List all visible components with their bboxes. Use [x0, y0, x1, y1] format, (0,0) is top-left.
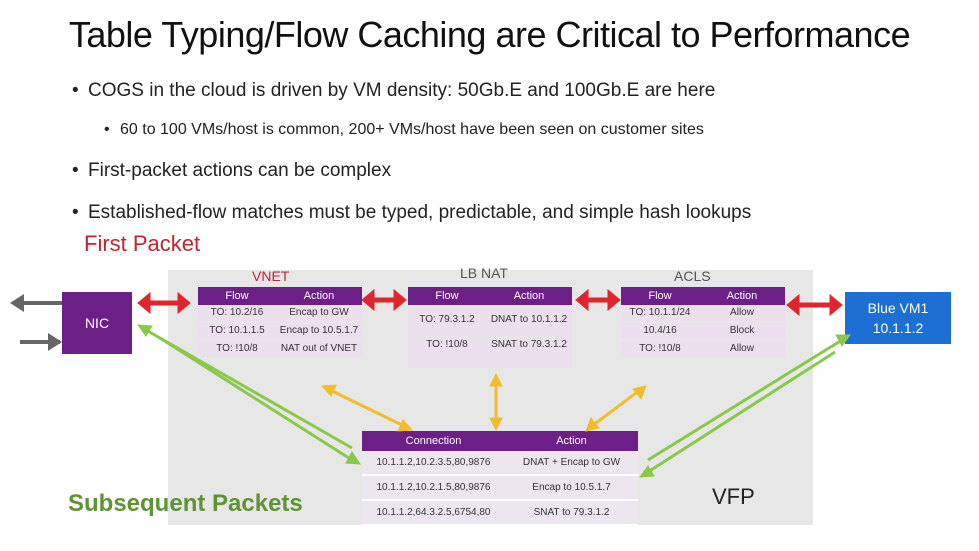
nic-box: NIC [62, 292, 132, 354]
table-row: TO: !10/8 Allow [621, 340, 785, 359]
lbnat-flow-cell: TO: 79.3.1.2 [408, 305, 486, 337]
vnet-flow-cell: TO: 10.1.1.5 [198, 322, 276, 341]
connection-action-header: Action [505, 431, 638, 451]
acls-flow-cell: 10.4/16 [621, 322, 699, 341]
lbnat-action-cell: DNAT to 10.1.1.2 [486, 305, 572, 337]
bullet-dot: • [72, 80, 79, 101]
acls-flow-cell: TO: 10.1.1/24 [621, 305, 699, 323]
connection-action-cell: SNAT to 79.3.1.2 [505, 500, 638, 526]
table-row: TO: 79.3.1.2 DNAT to 10.1.1.2 [408, 305, 572, 337]
vfp-label: VFP [712, 484, 755, 509]
connection-action-cell: Encap to 10.5.1.7 [505, 475, 638, 501]
connection-header: Connection [362, 431, 505, 451]
vnet-table: Flow Action TO: 10.2/16 Encap to GW TO: … [198, 287, 362, 359]
table-row: 10.1.1.2,10.2.1.5,80,9876 Encap to 10.5.… [362, 475, 638, 501]
green-subsequent-arrows [136, 324, 851, 478]
bullet-1: • COGS in the cloud is driven by VM densi… [72, 80, 715, 102]
bullet-1-sub: • 60 to 100 VMs/host is common, 200+ VMs/… [104, 121, 704, 139]
acls-flow-cell: TO: !10/8 [621, 340, 699, 359]
vnet-flow-cell: TO: 10.2/16 [198, 305, 276, 323]
table-row: 10.1.1.2,10.2.3.5,80,9876 DNAT + Encap t… [362, 451, 638, 476]
bullet-3-text: Established-flow matches must be typed, … [88, 202, 752, 223]
nic-external-arrow [10, 294, 62, 351]
vm-name: Blue VM1 [867, 300, 929, 316]
table-row: 10.1.1.2,64.3.2.5,6754,80 SNAT to 79.3.1… [362, 500, 638, 526]
bullet-1-text: COGS in the cloud is driven by VM densit… [88, 80, 716, 101]
bullet-2-text: First-packet actions can be complex [88, 160, 392, 181]
connection-action-cell: DNAT + Encap to GW [505, 451, 638, 476]
lbnat-flow-header: Flow [408, 287, 486, 305]
table-row: TO: 10.2/16 Encap to GW [198, 305, 362, 323]
bullet-1-sub-text: 60 to 100 VMs/host is common, 200+ VMs/h… [120, 121, 704, 138]
lbnat-action-cell: SNAT to 79.3.1.2 [486, 336, 572, 369]
table-row: TO: 10.1.1.5 Encap to 10.5.1.7 [198, 322, 362, 341]
bullet-2: • First-packet actions can be complex [72, 160, 391, 182]
lbnat-action-header: Action [486, 287, 572, 305]
lbnat-table: Flow Action TO: 79.3.1.2 DNAT to 10.1.1.… [408, 287, 572, 369]
bullet-dot: • [72, 202, 79, 223]
table-row: TO: !10/8 NAT out of VNET [198, 340, 362, 359]
table-row: TO: !10/8 SNAT to 79.3.1.2 [408, 336, 572, 369]
acls-label: ACLS [674, 268, 711, 284]
bullet-dot: • [104, 121, 110, 138]
connection-table: Connection Action 10.1.1.2,10.2.3.5,80,9… [362, 431, 638, 526]
lbnat-flow-cell: TO: !10/8 [408, 336, 486, 369]
acls-action-cell: Allow [699, 340, 785, 359]
vm-box: Blue VM1 10.1.1.2 [845, 292, 951, 344]
vnet-flow-cell: TO: !10/8 [198, 340, 276, 359]
connection-cell: 10.1.1.2,10.2.3.5,80,9876 [362, 451, 505, 476]
bullet-dot: • [72, 160, 79, 181]
vnet-action-cell: Encap to 10.5.1.7 [276, 322, 362, 341]
slide-title: Table Typing/Flow Caching are Critical t… [68, 14, 911, 55]
acls-action-header: Action [699, 287, 785, 305]
vnet-flow-header: Flow [198, 287, 276, 305]
connection-cell: 10.1.1.2,64.3.2.5,6754,80 [362, 500, 505, 526]
red-first-packet-arrows [137, 288, 843, 317]
connection-cell: 10.1.1.2,10.2.1.5,80,9876 [362, 475, 505, 501]
vnet-action-cell: NAT out of VNET [276, 340, 362, 359]
acls-table: Flow Action TO: 10.1.1/24 Allow 10.4/16 … [621, 287, 785, 359]
subsequent-packets-label: Subsequent Packets [68, 490, 303, 517]
first-packet-label: First Packet [84, 231, 201, 256]
acls-flow-header: Flow [621, 287, 699, 305]
vnet-action-cell: Encap to GW [276, 305, 362, 323]
table-row: 10.4/16 Block [621, 322, 785, 341]
vm-ip: 10.1.1.2 [872, 320, 924, 336]
lbnat-label: LB NAT [460, 265, 508, 281]
table-row: TO: 10.1.1/24 Allow [621, 305, 785, 323]
acls-action-cell: Allow [699, 305, 785, 323]
nic-label: NIC [84, 315, 110, 331]
vnet-action-header: Action [276, 287, 362, 305]
vnet-label: VNET [252, 268, 290, 284]
acls-action-cell: Block [699, 322, 785, 341]
yellow-connection-arrows [320, 372, 647, 432]
bullet-3: • Established-flow matches must be typed,… [72, 202, 751, 224]
